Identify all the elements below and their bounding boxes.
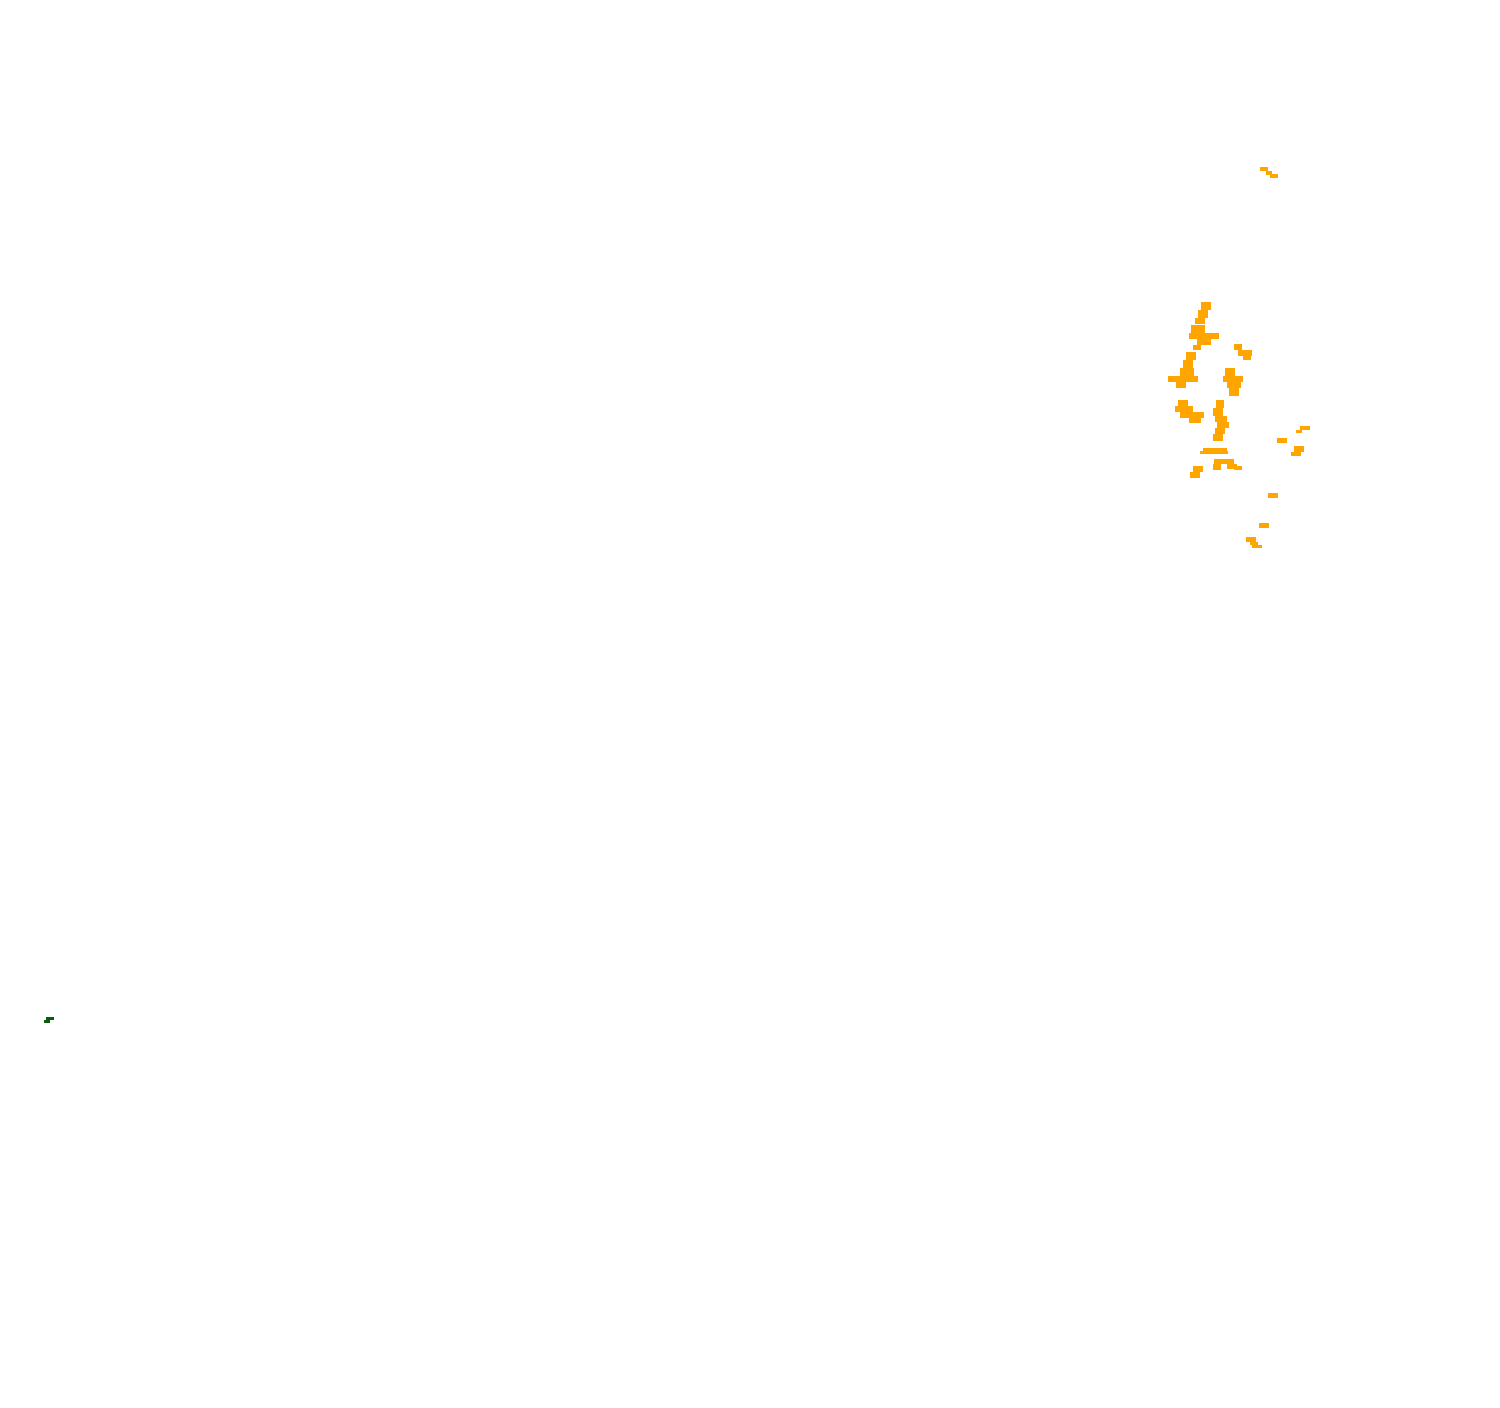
orange-cluster-block bbox=[1238, 350, 1252, 356]
orange-cluster-block bbox=[1191, 325, 1205, 333]
orange-cluster-block bbox=[1243, 356, 1251, 360]
orange-cluster-block bbox=[1175, 406, 1193, 412]
green-marker-block bbox=[44, 1020, 50, 1023]
orange-cluster-block bbox=[1270, 174, 1278, 178]
orange-cluster-block bbox=[1214, 459, 1234, 464]
orange-cluster-block bbox=[1227, 382, 1241, 388]
orange-cluster-block bbox=[1178, 400, 1188, 406]
orange-cluster-block bbox=[1213, 408, 1223, 416]
orange-cluster-block bbox=[1234, 466, 1242, 470]
orange-cluster-block bbox=[1213, 434, 1223, 441]
orange-cluster-block bbox=[1190, 472, 1200, 478]
orange-cluster-block bbox=[1250, 542, 1258, 545]
orange-cluster-block bbox=[1277, 438, 1287, 443]
green-marker-block bbox=[46, 1017, 54, 1020]
orange-cluster-layer bbox=[1168, 167, 1310, 548]
orange-cluster-block bbox=[1203, 448, 1227, 452]
orange-cluster-block bbox=[1259, 523, 1269, 528]
orange-cluster-block bbox=[1266, 171, 1272, 175]
orange-cluster-block bbox=[1200, 451, 1228, 454]
orange-cluster-block bbox=[1246, 537, 1256, 542]
green-marker-layer bbox=[44, 1017, 54, 1023]
orange-cluster-block bbox=[1252, 545, 1262, 548]
orange-cluster-block bbox=[1180, 368, 1194, 376]
orange-cluster-block bbox=[1291, 452, 1301, 456]
orange-cluster-block bbox=[1216, 400, 1224, 408]
orange-cluster-block bbox=[1260, 167, 1268, 171]
orange-cluster-block bbox=[1217, 422, 1229, 428]
orange-cluster-block bbox=[1197, 339, 1211, 345]
orange-cluster-block bbox=[1213, 464, 1221, 470]
orange-cluster-block bbox=[1193, 466, 1203, 472]
orange-cluster-block bbox=[1186, 352, 1196, 360]
orange-cluster-block bbox=[1229, 388, 1239, 396]
orange-cluster-block bbox=[1198, 310, 1208, 318]
orange-cluster-block bbox=[1294, 446, 1304, 452]
orange-cluster-block bbox=[1296, 430, 1302, 433]
orange-cluster-block bbox=[1268, 493, 1278, 498]
orange-cluster-block bbox=[1168, 376, 1198, 382]
orange-cluster-block bbox=[1215, 428, 1225, 434]
orange-cluster-block bbox=[1195, 318, 1205, 324]
orange-cluster-block bbox=[1183, 360, 1193, 368]
orange-cluster-block bbox=[1180, 412, 1204, 418]
orange-cluster-block bbox=[1300, 426, 1310, 430]
orange-cluster-block bbox=[1201, 302, 1211, 310]
orange-cluster-block bbox=[1227, 464, 1237, 469]
orange-cluster-block bbox=[1225, 368, 1235, 376]
orange-cluster-block bbox=[1223, 376, 1243, 382]
orange-cluster-block bbox=[1193, 345, 1201, 350]
orange-cluster-block bbox=[1189, 418, 1201, 423]
orange-cluster-block bbox=[1189, 333, 1219, 339]
orange-cluster-block bbox=[1234, 344, 1242, 350]
orange-cluster-block bbox=[1176, 382, 1186, 388]
orange-cluster-block bbox=[1215, 416, 1227, 422]
